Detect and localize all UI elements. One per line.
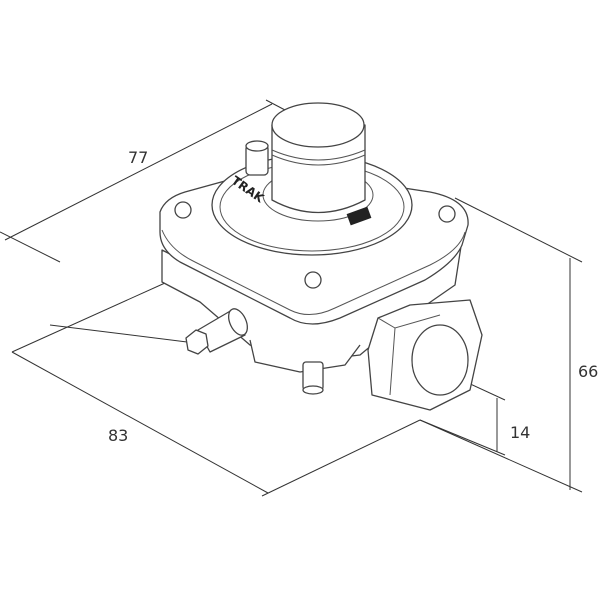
bolt-hole xyxy=(304,271,322,289)
dimension-label-14: 14 xyxy=(510,423,531,442)
dimension-label-66: 66 xyxy=(578,362,599,381)
vent-cap xyxy=(245,140,269,176)
dimension-83-lines xyxy=(11,282,421,497)
dimension-label-77: 77 xyxy=(128,148,149,167)
dimension-77-lines xyxy=(0,99,583,263)
outlet-nut xyxy=(367,299,483,411)
dimension-66-lines xyxy=(419,258,583,493)
bolt-hole xyxy=(438,205,456,223)
adjusting-cap xyxy=(271,102,366,214)
side-plug xyxy=(185,308,249,355)
dimension-label-83: 83 xyxy=(108,426,129,445)
bolt-hole xyxy=(174,201,192,219)
